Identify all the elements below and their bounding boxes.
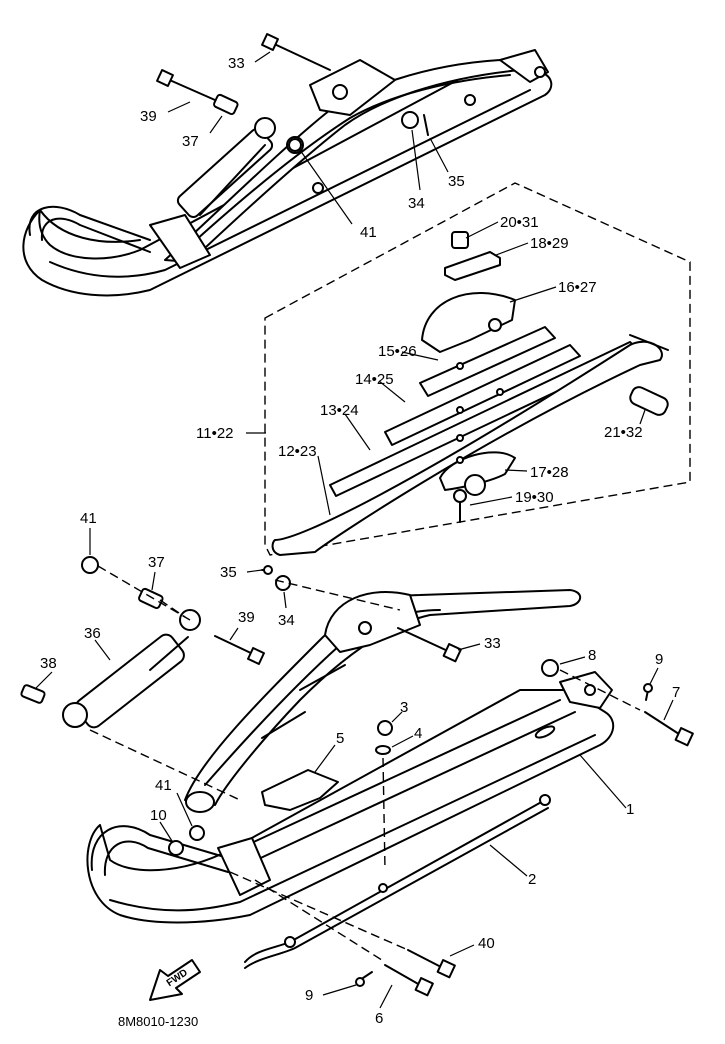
part-label-15-26: 15•26 [378, 343, 417, 360]
part-label-10: 10 [150, 807, 167, 824]
part-label-20-31: 20•31 [500, 214, 539, 231]
part-label-41-low: 41 [155, 777, 172, 794]
part-label-5: 5 [336, 730, 344, 747]
part-label-1: 1 [626, 801, 634, 818]
part-label-37-mid: 37 [148, 554, 165, 571]
part-label-21-32: 21•32 [604, 424, 643, 441]
part-label-3: 3 [400, 699, 408, 716]
leaf-spring-group-outline [264, 182, 691, 556]
part-label-35-mid: 35 [220, 564, 237, 581]
part-label-33-mid: 33 [484, 635, 501, 652]
part-label-18-29: 18•29 [530, 235, 569, 252]
part-label-41-mid: 41 [80, 510, 97, 527]
part-label-7: 7 [672, 684, 680, 701]
part-label-13-24: 13•24 [320, 402, 359, 419]
part-label-40: 40 [478, 935, 495, 952]
part-label-35-top: 35 [448, 173, 465, 190]
part-label-41-top: 41 [360, 224, 377, 241]
part-label-36: 36 [84, 625, 101, 642]
part-label-14-25: 14•25 [355, 371, 394, 388]
part-label-34-top: 34 [408, 195, 425, 212]
part-label-8: 8 [588, 647, 596, 664]
part-label-19-30: 19•30 [515, 489, 554, 506]
part-label-33-top: 33 [228, 55, 245, 72]
part-label-39-top: 39 [140, 108, 157, 125]
part-label-34-mid: 34 [278, 612, 295, 629]
part-label-4: 4 [414, 725, 422, 742]
leaf-spring-exploded [271, 231, 669, 556]
part-label-17-28: 17•28 [530, 464, 569, 481]
part-label-6: 6 [375, 1010, 383, 1027]
part-label-12-23: 12•23 [278, 443, 317, 460]
part-code: 8M8010-1230 [118, 1014, 198, 1029]
part-label-37-top: 37 [182, 133, 199, 150]
part-label-2: 2 [528, 871, 536, 888]
assembled-ski-top [22, 33, 553, 297]
part-label-39-mid: 39 [238, 609, 255, 626]
part-label-9-low: 9 [305, 987, 313, 1004]
part-label-11-22: 11•22 [196, 425, 234, 442]
forward-direction-arrow-icon [149, 959, 201, 1001]
part-label-9-right: 9 [655, 651, 663, 668]
part-label-38: 38 [40, 655, 57, 672]
exploded-ski-lower [20, 556, 694, 997]
part-label-16-27: 16•27 [558, 279, 597, 296]
